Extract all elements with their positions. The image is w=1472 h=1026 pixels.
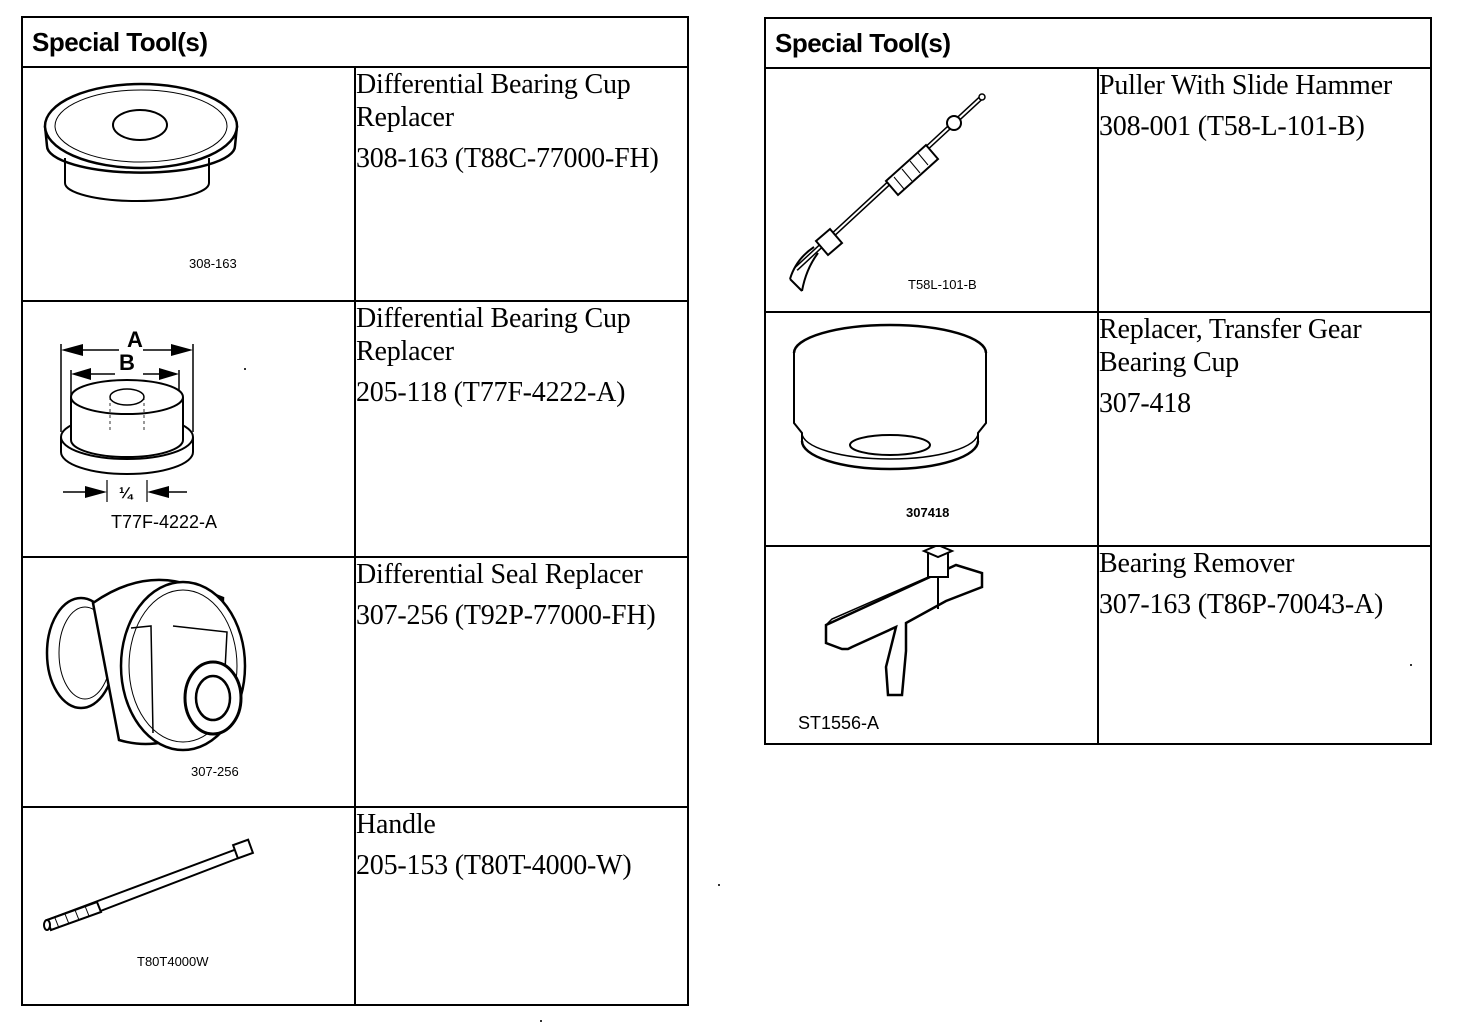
tool-description: Differential Seal Replacer 307-256 (T92P… xyxy=(354,556,689,808)
tool-number: 205-153 (T80T-4000-W) xyxy=(356,850,632,881)
figure-code: 307418 xyxy=(906,505,950,520)
bearing-remover-icon xyxy=(824,547,984,697)
table-row: A B xyxy=(21,300,689,558)
tool-illustration: 307-256 xyxy=(21,556,356,808)
scan-speck xyxy=(718,884,720,886)
special-tools-table-right: Special Tool(s) T58L-101-B Puller With S… xyxy=(764,17,1432,745)
figure-code: T77F-4222-A xyxy=(111,512,218,532)
tool-name: Handle xyxy=(356,809,436,840)
figure-code: T58L-101-B xyxy=(908,277,977,292)
tool-description: Puller With Slide Hammer 308-001 (T58-L-… xyxy=(1097,67,1432,313)
cup-replacer-icon xyxy=(792,323,988,471)
table-header: Special Tool(s) xyxy=(21,16,689,68)
tool-description: Differential Bearing Cup Replacer 308-16… xyxy=(354,66,689,302)
scan-speck xyxy=(540,1020,542,1022)
figure-code: 307-256 xyxy=(191,764,239,779)
dimension-a-label: A xyxy=(127,327,143,352)
tool-name: Puller With Slide Hammer xyxy=(1099,70,1392,101)
tool-illustration: 308-163 xyxy=(21,66,356,302)
tool-name: Replacer, Transfer Gear Bearing Cup xyxy=(1099,314,1362,378)
stepped-replacer-icon: A B xyxy=(60,327,194,502)
scan-speck xyxy=(1410,664,1412,666)
table-row: 307418 Replacer, Transfer Gear Bearing C… xyxy=(764,311,1432,547)
table-row: 308-163 Differential Bearing Cup Replace… xyxy=(21,66,689,302)
tool-name: Differential Seal Replacer xyxy=(356,559,643,590)
tool-number: 205-118 (T77F-4222-A) xyxy=(356,377,626,408)
tool-number: 308-163 (T88C-77000-FH) xyxy=(356,143,659,174)
slide-hammer-icon xyxy=(789,93,986,292)
dimension-quarter-label: ¼ xyxy=(119,485,134,502)
seal-replacer-icon xyxy=(45,578,247,752)
tool-description: Bearing Remover 307-163 (T86P-70043-A) xyxy=(1097,545,1432,745)
tool-description: Differential Bearing Cup Replacer 205-11… xyxy=(354,300,689,558)
dimension-b-label: B xyxy=(119,350,135,375)
tool-illustration: T58L-101-B xyxy=(764,67,1099,313)
tool-number: 308-001 (T58-L-101-B) xyxy=(1099,111,1365,142)
tool-illustration: A B xyxy=(21,300,356,558)
tool-number: 307-256 (T92P-77000-FH) xyxy=(356,600,656,631)
tool-name: Differential Bearing Cup Replacer xyxy=(356,303,631,367)
table-row: T58L-101-B Puller With Slide Hammer 308-… xyxy=(764,67,1432,313)
tool-description: Replacer, Transfer Gear Bearing Cup 307-… xyxy=(1097,311,1432,547)
table-row: ST1556-A Bearing Remover 307-163 (T86P-7… xyxy=(764,545,1432,745)
figure-code: 308-163 xyxy=(189,256,237,271)
tool-number: 307-163 (T86P-70043-A) xyxy=(1099,589,1384,620)
tool-number: 307-418 xyxy=(1099,388,1191,419)
tool-description: Handle 205-153 (T80T-4000-W) xyxy=(354,806,689,1006)
table-header: Special Tool(s) xyxy=(764,17,1432,69)
tool-name: Bearing Remover xyxy=(1099,548,1295,579)
handle-icon xyxy=(43,838,255,932)
figure-code: ST1556-A xyxy=(798,713,880,733)
scan-speck xyxy=(244,368,246,370)
tool-illustration: T80T4000W xyxy=(21,806,356,1006)
table-row: 307-256 Differential Seal Replacer 307-2… xyxy=(21,556,689,808)
special-tools-table-left: Special Tool(s) 308-163 Differential Bea… xyxy=(21,16,689,1006)
tool-name: Differential Bearing Cup Replacer xyxy=(356,69,631,133)
tool-illustration: 307418 xyxy=(764,311,1099,547)
table-row: T80T4000W Handle 205-153 (T80T-4000-W) xyxy=(21,806,689,1006)
bearing-cup-replacer-icon xyxy=(43,82,239,202)
tool-illustration: ST1556-A xyxy=(764,545,1099,745)
figure-code: T80T4000W xyxy=(137,954,209,969)
